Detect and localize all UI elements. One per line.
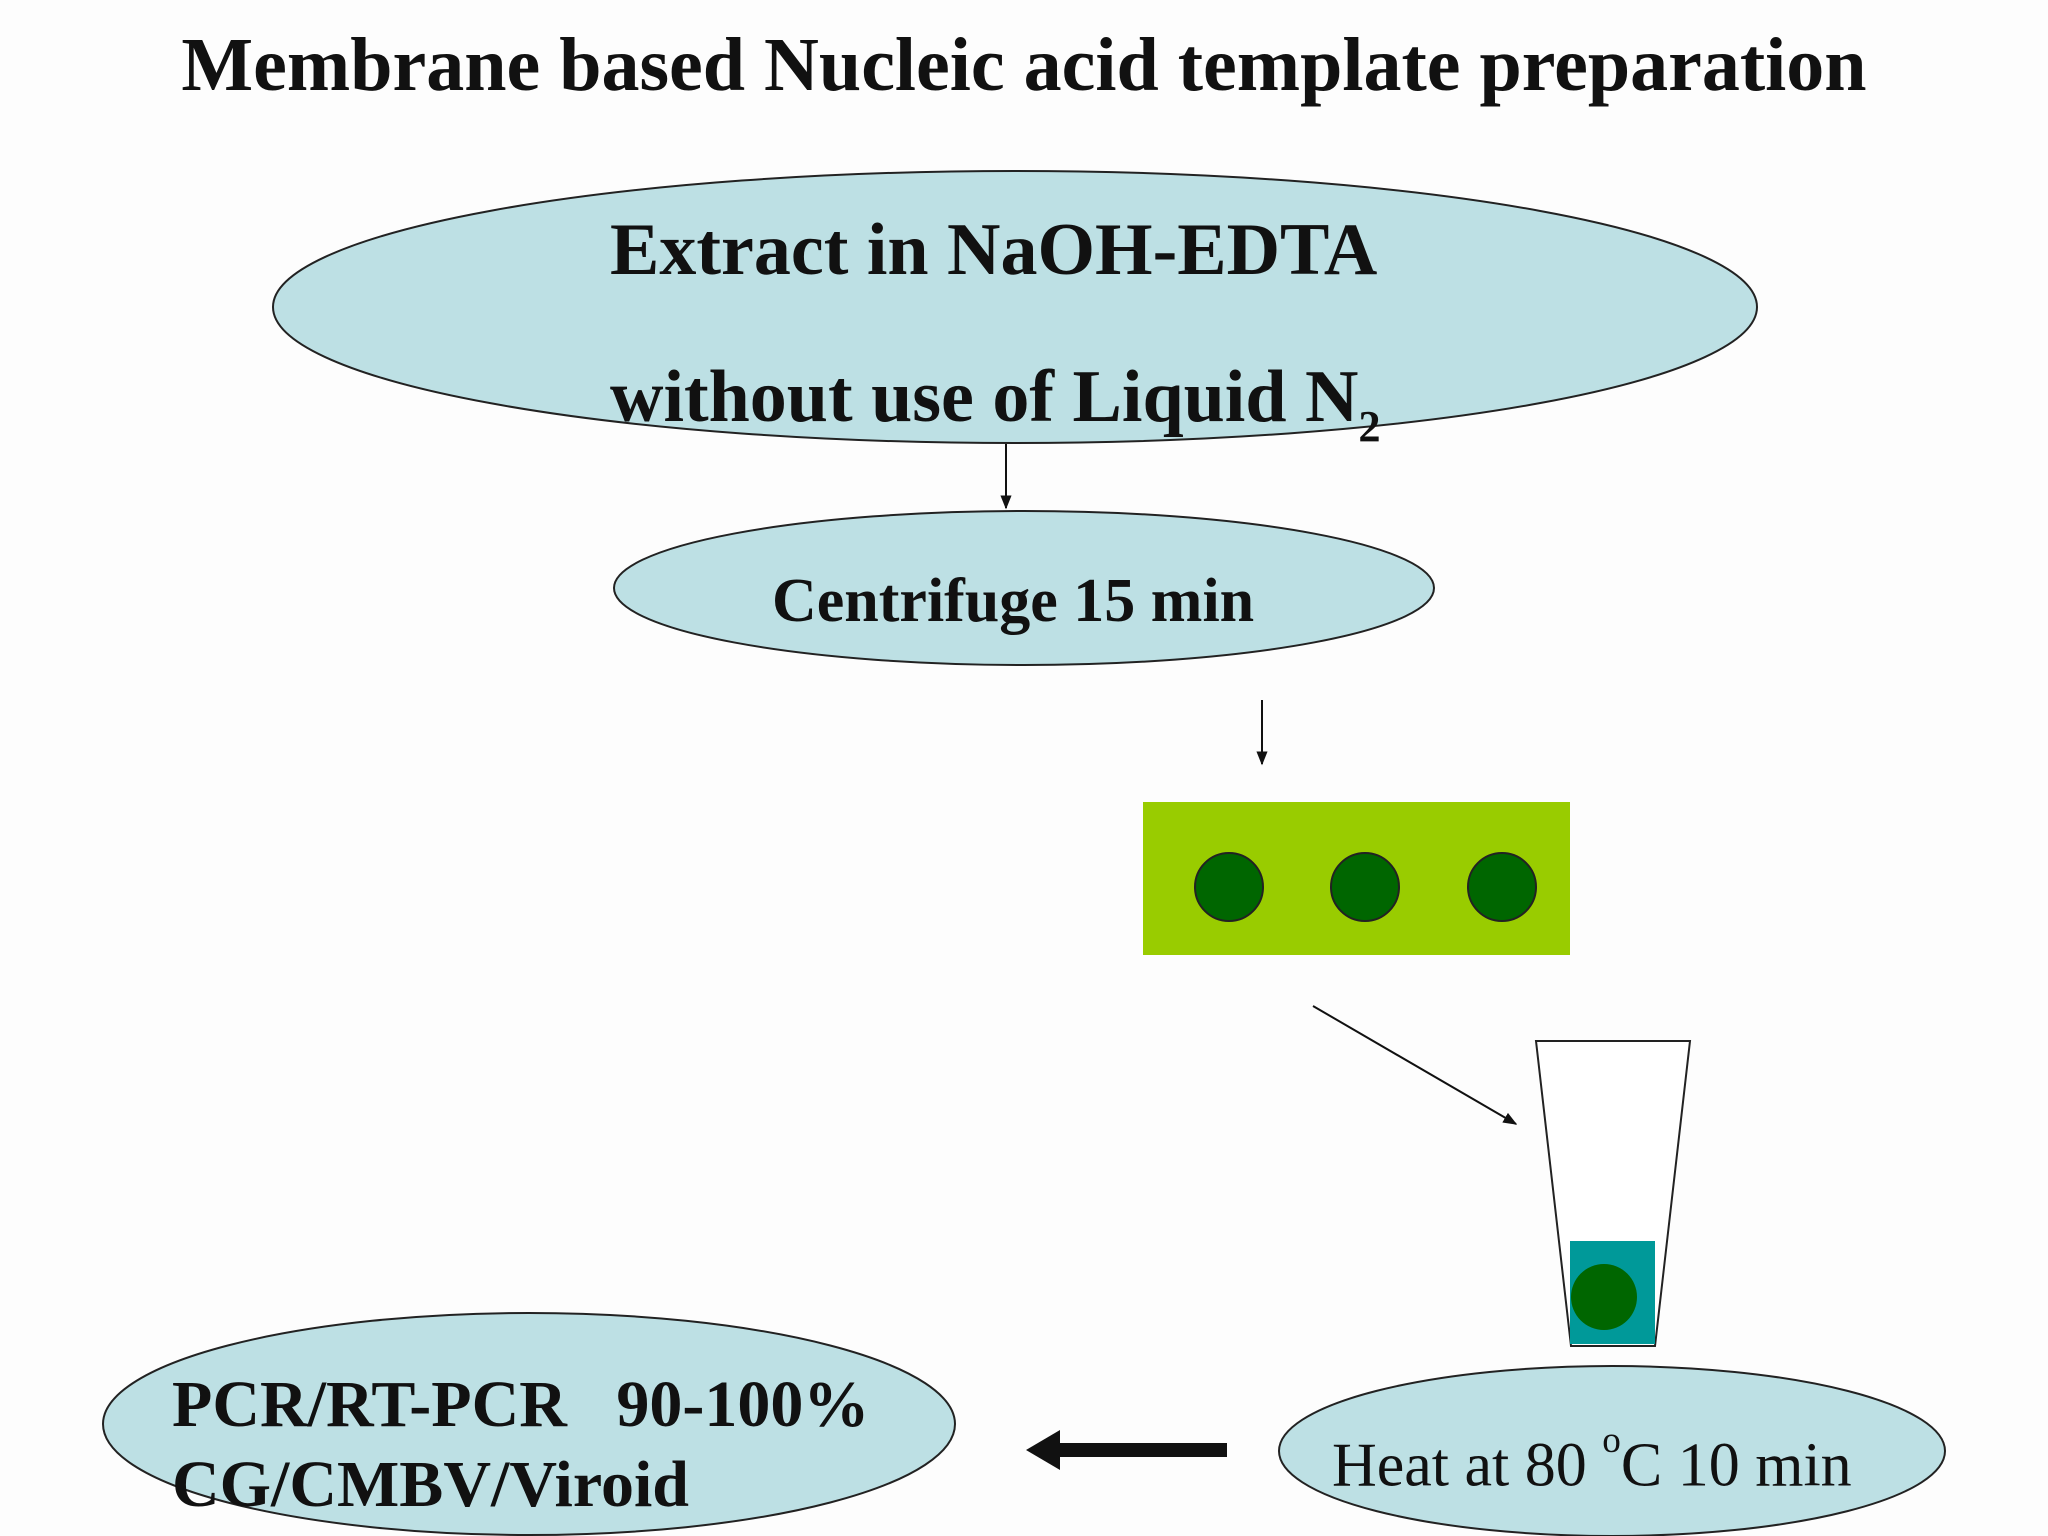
- pcr-line-2: CG/CMBV/Viroid: [172, 1448, 690, 1521]
- tube-sample-spot: [1571, 1264, 1637, 1330]
- centrifuge-label: Centrifuge 15 min: [772, 567, 1255, 635]
- heat-label-post: C 10 min: [1620, 1431, 1852, 1500]
- membrane-spot-1: [1194, 852, 1264, 922]
- extract-ellipse: [272, 170, 1758, 444]
- heat-label: Heat at 80 oC 10 min: [1332, 1403, 1852, 1503]
- heat-label-degree: o: [1602, 1420, 1621, 1461]
- pcr-ellipse: [102, 1312, 956, 1536]
- pcr-line-1: PCR/RT-PCR 90-100%: [172, 1368, 870, 1441]
- page-title: Membrane based Nucleic acid template pre…: [181, 23, 1867, 107]
- heat-label-pre: Heat at 80: [1332, 1431, 1603, 1500]
- membrane-spot-3: [1467, 852, 1537, 922]
- membrane-spot-2: [1330, 852, 1400, 922]
- heat-ellipse: [1278, 1365, 1946, 1536]
- arrow-membrane-to-tube: [1312, 1005, 1518, 1125]
- arrow-heat-to-pcr-head: [1026, 1430, 1060, 1470]
- extract-line-2-text: without use of Liquid N: [610, 356, 1359, 438]
- extract-line-2: without use of Liquid N2: [610, 352, 1381, 471]
- extract-line-1: Extract in NaOH-EDTA: [610, 209, 1378, 291]
- extract-line-2-subscript: 2: [1358, 400, 1381, 451]
- centrifuge-ellipse: [613, 510, 1435, 666]
